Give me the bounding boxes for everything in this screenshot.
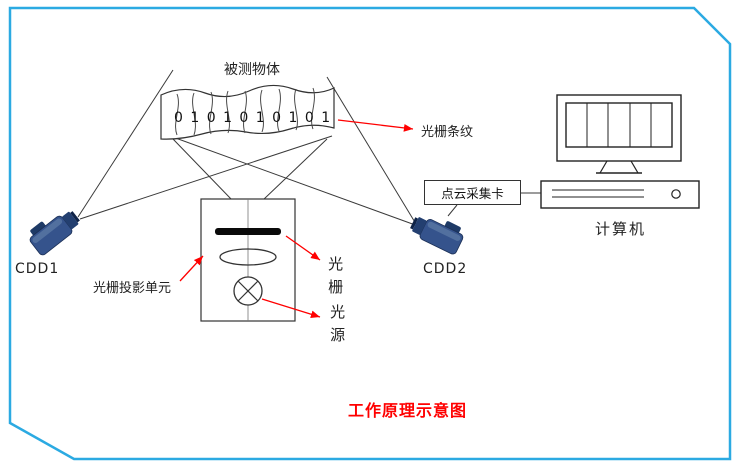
arrow-to-grating-label	[285, 235, 321, 261]
computer-label: 计算机	[595, 220, 647, 238]
cdd2-to-card-line	[447, 204, 458, 217]
light-source-icon	[233, 276, 263, 306]
capture-card-box: 点云采集卡	[424, 180, 521, 205]
cdd2-view-ray-left	[169, 135, 419, 227]
diagram-title: 工作原理示意图	[348, 401, 468, 420]
projection-unit	[200, 198, 296, 322]
fringe-label: 光栅条纹	[421, 125, 474, 140]
projection-ray-left	[172, 138, 233, 201]
cdd1-label: CDD1	[15, 261, 60, 277]
cdd2-label: CDD2	[423, 261, 468, 277]
fringe-lines	[175, 87, 315, 136]
measured-object	[160, 84, 335, 140]
power-button-icon	[671, 189, 681, 199]
projection-unit-label: 光栅投影单元	[93, 281, 172, 296]
computer-case-icon	[540, 180, 700, 209]
arrow-to-light-source-label	[261, 298, 321, 319]
camera-cdd2-icon	[410, 217, 464, 255]
cdd1-view-ray-right	[79, 135, 333, 220]
measured-object-label: 被测物体	[224, 62, 280, 78]
monitor-icon	[556, 94, 682, 174]
annotation-arrows	[179, 119, 414, 319]
arrow-to-fringe-label	[337, 119, 414, 132]
light-source-label: 光源	[330, 303, 346, 344]
camera-cdd1-icon	[29, 211, 80, 256]
grating-label: 光栅	[328, 255, 344, 296]
fringe-digits: 0 1 0 1 0 1 0 1 0 1	[174, 110, 332, 126]
cdd2-view-ray-right	[326, 76, 417, 225]
grating-bar	[215, 228, 281, 235]
rays-group	[77, 69, 541, 227]
arrow-to-projection-unit	[179, 255, 204, 282]
cdd1-view-ray-left	[77, 69, 174, 218]
projection-ray-right	[262, 138, 328, 201]
measured-object-outline	[160, 84, 335, 140]
lens-icon	[219, 248, 277, 266]
